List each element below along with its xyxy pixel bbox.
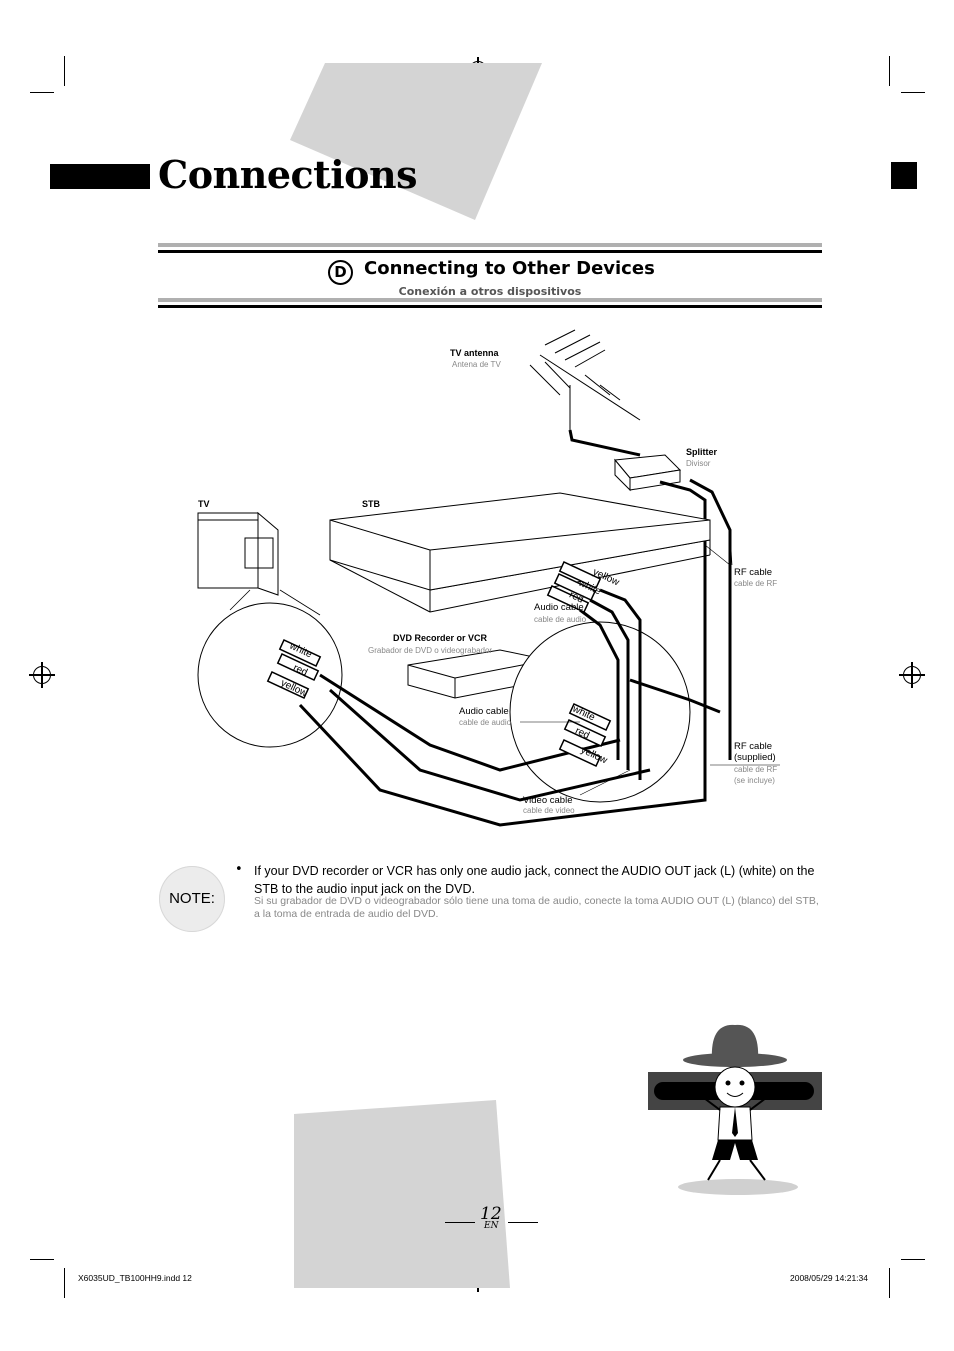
rf-cable-supplied-label: RF cable [734, 741, 773, 752]
note-bullet: • [235, 862, 243, 877]
antenna-icon [529, 329, 641, 430]
section-letter-badge: D [328, 260, 353, 285]
note-text: If your DVD recorder or VCR has only one… [254, 864, 815, 896]
header-black-bar [50, 164, 150, 189]
splitter-label: Splitter [686, 447, 718, 457]
tv-antenna-sublabel: Antena de TV [452, 360, 501, 369]
splitter-sublabel: Divisor [686, 459, 711, 468]
registration-mark-icon [899, 662, 925, 688]
tv-label: TV [198, 499, 210, 509]
mascot-illustration [648, 1024, 822, 1195]
page-language: EN [484, 1221, 499, 1231]
audio-cable-label: Audio cable [534, 602, 584, 613]
dvd-recorder-label: DVD Recorder or VCR [393, 633, 488, 643]
rf-cable-label: RF cable [734, 567, 773, 578]
page-number-rule [508, 1222, 538, 1223]
connection-diagram [197, 329, 780, 827]
crop-mark [901, 1259, 925, 1260]
splitter-icon [614, 454, 682, 492]
footer-grey-shape [294, 1100, 510, 1288]
crop-mark [30, 1259, 54, 1260]
rf-cable-supplied-label-2: (supplied) [734, 752, 776, 763]
crop-mark [889, 56, 890, 86]
rf-cable-supplied-sublabel: cable de RF [734, 765, 778, 774]
footer-timestamp: 2008/05/29 14:21:34 [790, 1273, 868, 1283]
crop-mark [901, 92, 925, 93]
note-text-spanish: Si su grabador de DVD o videograbador só… [254, 895, 819, 920]
section-rule [158, 250, 822, 253]
dvd-recorder-sublabel: Grabador de DVD o videograbador [368, 646, 493, 655]
header-grey-shape [290, 63, 542, 220]
page-title: Connections [158, 152, 418, 197]
note-badge-label: NOTE: [169, 890, 215, 907]
crop-mark [889, 1268, 890, 1298]
video-cable-label: Video cable [523, 795, 573, 806]
audio-cable-sublabel: cable de audio [534, 615, 587, 624]
section-title: Connecting to Other Devices [364, 258, 655, 279]
video-cable-sublabel: cable de video [523, 806, 575, 815]
section-rule [158, 243, 822, 247]
page-number: 12 [480, 1204, 502, 1224]
crop-mark [64, 56, 65, 86]
crop-mark [64, 1268, 65, 1298]
footer-file: X6035UD_TB100HH9.indd 12 [78, 1273, 192, 1283]
header-black-tab [891, 162, 917, 189]
audio-cable-sublabel-2: cable de audio [459, 718, 512, 727]
crop-mark [30, 92, 54, 93]
audio-cable-label-2: Audio cable [459, 706, 509, 717]
tv-antenna-label: TV antenna [450, 348, 499, 358]
rf-cable-supplied-sublabel-2: (se incluye) [734, 776, 775, 785]
section-rule [158, 305, 822, 308]
stb-icon [329, 492, 711, 613]
section-subtitle: Conexión a otros dispositivos [398, 285, 582, 298]
page-number-rule [445, 1222, 475, 1223]
note-badge: NOTE: [159, 866, 225, 932]
stb-label: STB [362, 499, 380, 509]
tv-icon [197, 511, 279, 596]
plug-icon [266, 561, 612, 767]
section-rule [158, 298, 822, 302]
registration-mark-icon [29, 662, 55, 688]
rf-cable-sublabel: cable de RF [734, 579, 778, 588]
